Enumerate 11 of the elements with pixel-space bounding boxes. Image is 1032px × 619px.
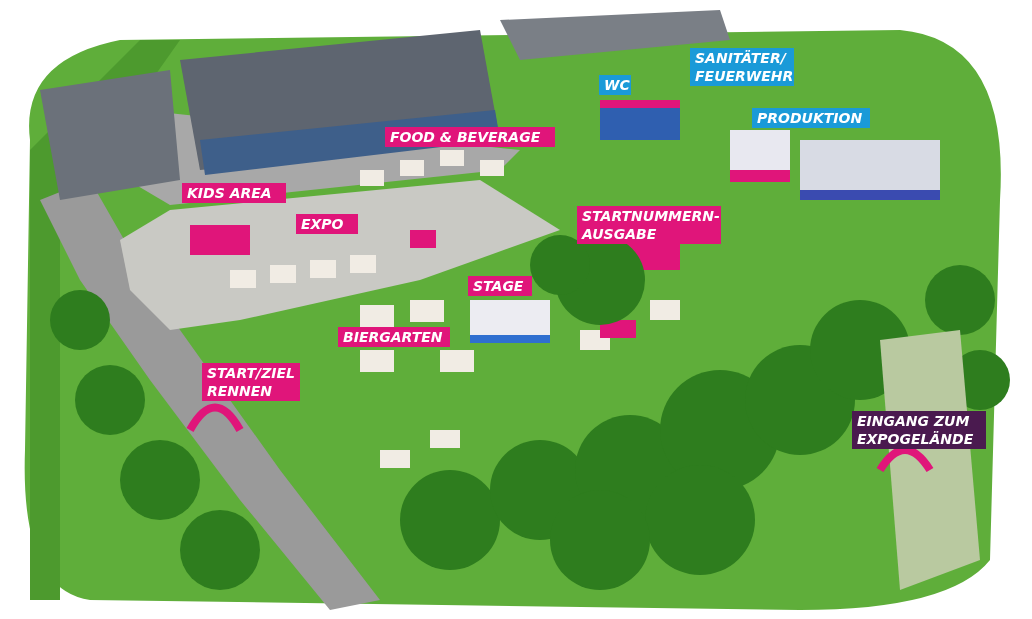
area-label: WC [599, 75, 631, 95]
area-label: START/ZIEL RENNEN [202, 363, 300, 401]
area-label: EXPO [296, 214, 358, 234]
area-label: STAGE [468, 276, 532, 296]
area-label: FOOD & BEVERAGE [385, 127, 555, 147]
area-label: SANITÄTER/ FEUERWEHR [690, 48, 794, 86]
area-label: PRODUKTION [752, 108, 870, 128]
area-label: BIERGARTEN [338, 327, 450, 347]
area-label: STARTNUMMERN- AUSGABE [577, 206, 721, 244]
area-label: EINGANG ZUM EXPOGELÄNDE [852, 411, 986, 449]
area-label: KIDS AREA [182, 183, 286, 203]
